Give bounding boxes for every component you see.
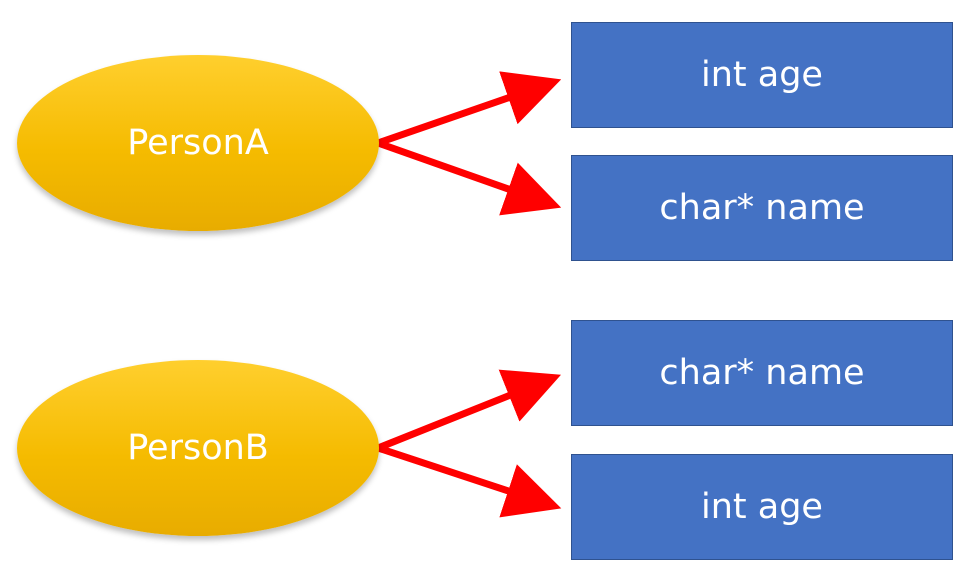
person-a-label: PersonA (127, 123, 269, 163)
field-label: char* name (659, 353, 865, 393)
field-label: int age (701, 55, 823, 95)
arrow-person-a-to-char-name (376, 139, 562, 216)
person-a-field-int-age: int age (571, 22, 953, 128)
person-b-node: PersonB (17, 360, 379, 536)
person-b-label: PersonB (127, 428, 269, 468)
person-b-field-char-name: char* name (571, 320, 953, 426)
arrow-person-a-to-int-age (376, 71, 562, 147)
person-a-node: PersonA (17, 55, 379, 231)
person-b-field-int-age: int age (571, 454, 953, 560)
arrow-person-b-to-char-name (376, 369, 561, 452)
field-label: int age (701, 487, 823, 527)
person-a-field-char-name: char* name (571, 155, 953, 261)
arrow-person-b-to-int-age (376, 444, 562, 518)
field-label: char* name (659, 188, 865, 228)
